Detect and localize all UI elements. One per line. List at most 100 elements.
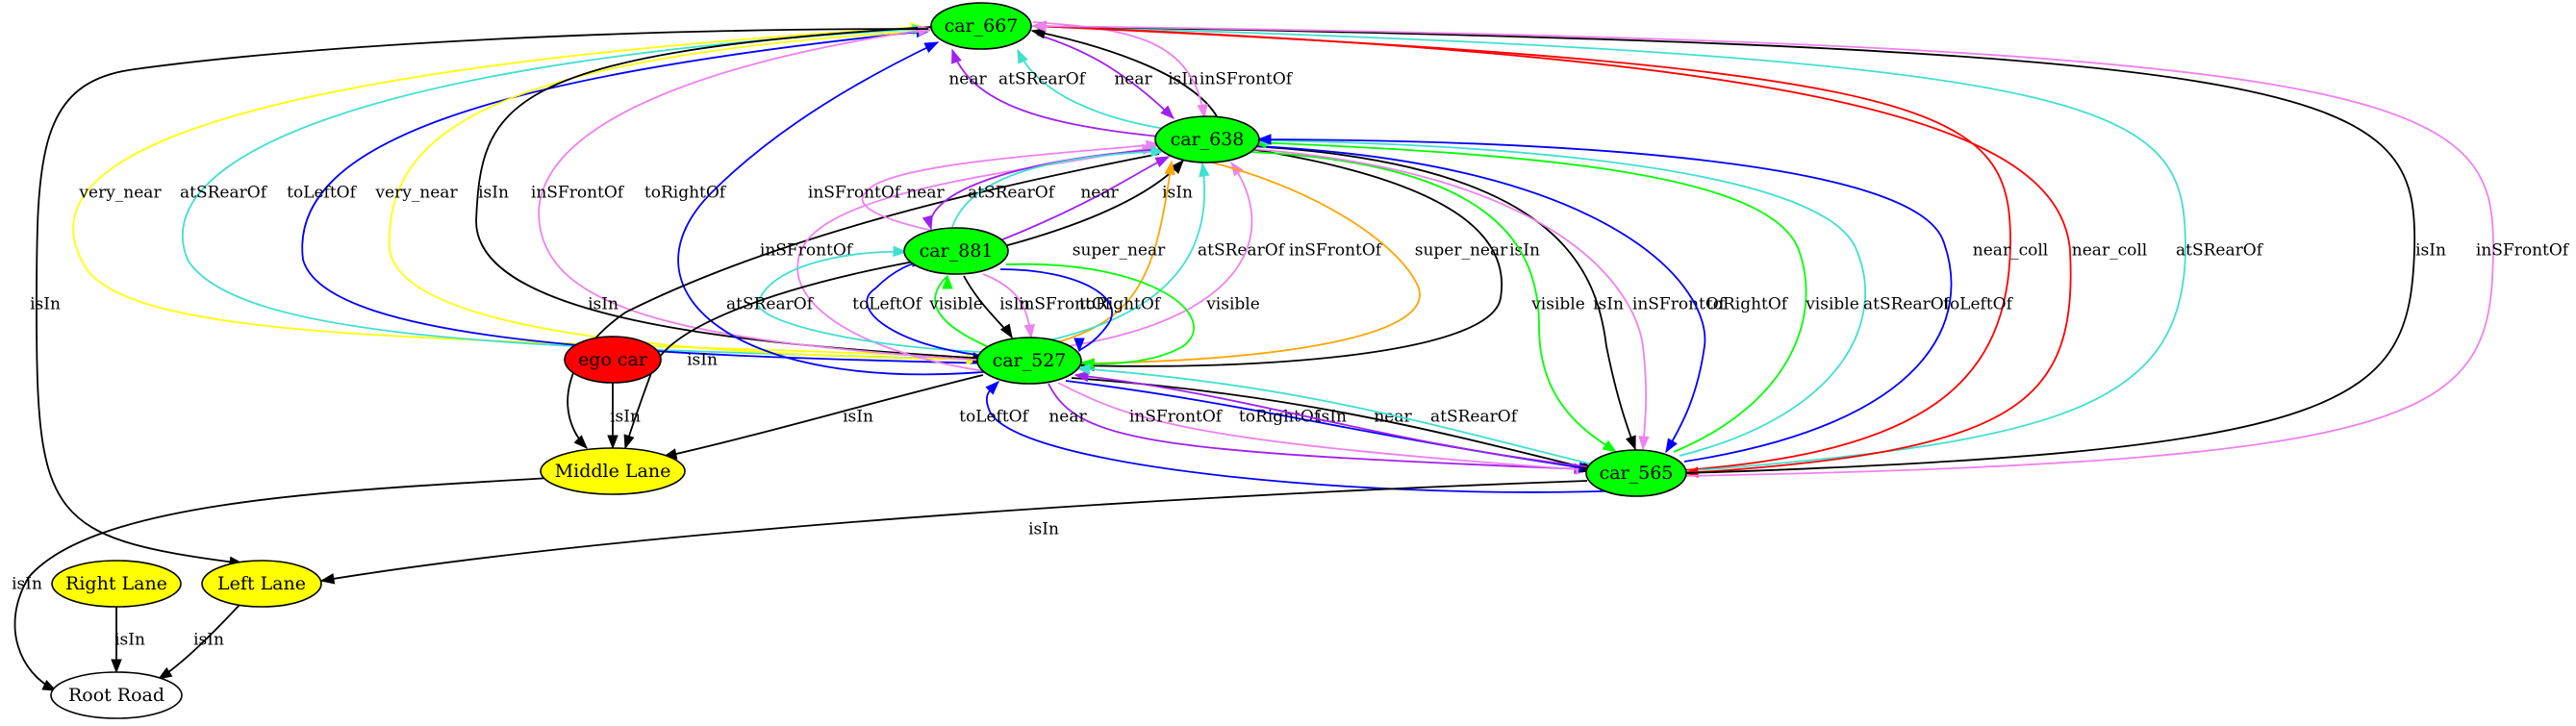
- edge-label: toRightOf: [1239, 408, 1322, 427]
- edge-label: inSFrontOf: [1200, 70, 1294, 89]
- edge-line: [624, 261, 915, 449]
- node-label: car_638: [1171, 129, 1245, 150]
- node-label: car_527: [993, 350, 1067, 371]
- edge-car_527-to-car_565-inSFrontOf: inSFrontOf: [1057, 382, 1591, 475]
- edge-car_565-to-car_667-near_coll: near_coll: [1031, 20, 2048, 471]
- edge-line: [1005, 263, 1195, 365]
- edge-car_881-to-car_527-isIn: isIn: [963, 275, 1030, 339]
- arrowhead: [1256, 134, 1272, 145]
- edge-line: [1032, 21, 1205, 118]
- edge-label: toLeftOf: [1943, 295, 2013, 314]
- arrowhead: [1170, 159, 1184, 174]
- node-car-881: car_881: [903, 227, 1009, 275]
- arrowhead: [893, 245, 908, 258]
- edge-line: [1067, 162, 1253, 347]
- edge-label: atSRearOf: [1863, 295, 1952, 314]
- arrowhead: [157, 666, 173, 680]
- arrowhead: [922, 214, 933, 231]
- edge-line: [1048, 383, 1588, 470]
- edge-label: inSFrontOf: [1019, 295, 1113, 314]
- edge-line: [1080, 148, 1503, 367]
- edge-car_638-to-car_565-inSFrontOf: inSFrontOf: [1251, 148, 1727, 451]
- edge-line: [1074, 374, 1593, 468]
- edge-line: [320, 480, 1588, 582]
- arrowhead: [41, 680, 58, 691]
- node-right-lane: Right Lane: [51, 560, 182, 608]
- edge-line: [986, 381, 1627, 493]
- edge-car_881-to-car_638-atSRearOf: atSRearOf: [951, 145, 1166, 228]
- node-label: car_881: [920, 240, 994, 262]
- edge-line: [1032, 25, 2011, 471]
- edge-line: [1032, 25, 2416, 474]
- edge-line: [72, 26, 980, 359]
- arrowhead: [607, 435, 619, 450]
- edge-label: very_near: [374, 184, 458, 203]
- edge-label: near: [1080, 184, 1119, 203]
- edge-car_638-to-car_667-atSRearOf: atSRearOf: [998, 48, 1173, 131]
- edge-label: super_near: [1073, 241, 1166, 261]
- edge-car_527-to-car_667-inSFrontOf: inSFrontOf: [531, 25, 990, 362]
- edge-label: atSRearOf: [1430, 408, 1519, 427]
- arrowhead: [1075, 363, 1091, 375]
- edge-car_565-to-left_lane-isIn: isIn: [319, 480, 1588, 585]
- node-ellipse: [201, 560, 322, 608]
- edge-car_667-to-car_638-near: near: [1036, 34, 1175, 119]
- edge-label: inSFrontOf: [2476, 241, 2570, 261]
- arrowhead: [1602, 439, 1618, 453]
- edge-car_565-to-car_527-atSRearOf: atSRearOf: [1075, 363, 1598, 466]
- node-left-lane: Left Lane: [201, 560, 322, 608]
- arrowhead: [1150, 145, 1166, 158]
- edge-car_638-to-middle_lane-isIn: isIn: [567, 153, 1160, 449]
- arrowhead: [111, 659, 122, 674]
- arrowhead: [1023, 323, 1035, 339]
- edge-car_881-to-middle_lane-isIn: isIn: [623, 261, 915, 450]
- arrowhead: [1073, 338, 1085, 353]
- edge-left_lane-to-root_road-isIn: isIn: [157, 603, 241, 680]
- arrowhead: [1197, 103, 1208, 119]
- arrowhead: [1073, 370, 1090, 383]
- edge-car_565-to-car_638-toLeftOf: toLeftOf: [1256, 134, 2014, 463]
- node-label: Left Lane: [217, 573, 306, 594]
- edge-label: isIn: [687, 351, 718, 370]
- edge-label: visible: [1205, 295, 1260, 314]
- edge-label: isIn: [588, 295, 619, 314]
- edge-line: [1250, 145, 1636, 450]
- edge-label: visible: [1530, 295, 1585, 314]
- edge-line: [1255, 145, 1706, 453]
- edge-line: [1032, 25, 2186, 472]
- node-ellipse: [976, 337, 1082, 385]
- node-ellipse: [540, 447, 686, 495]
- edge-car_527-to-car_881-atSRearOf: atSRearOf: [726, 245, 982, 353]
- edge-line: [1048, 163, 1205, 341]
- edge-car_638-to-car_565-isIn: isIn: [1250, 145, 1636, 451]
- arrowhead: [1030, 28, 1047, 39]
- arrowhead: [1638, 436, 1650, 451]
- node-ellipse: [564, 336, 662, 384]
- node-ellipse: [51, 560, 182, 608]
- edge-car_527-to-car_667-toRightOf: toRightOf: [644, 41, 996, 376]
- edge-line: [1251, 148, 1648, 450]
- edge-label: toRightOf: [644, 184, 727, 203]
- edge-line: [1255, 139, 1866, 457]
- edge-line: [1031, 30, 1218, 117]
- edge-label: near: [1114, 70, 1152, 89]
- edge-line: [1071, 377, 1596, 471]
- arrowhead: [1625, 435, 1636, 451]
- edge-car_881-to-car_638-near: near: [999, 156, 1171, 241]
- edge-line: [951, 49, 1160, 138]
- edge-label: near: [906, 184, 945, 203]
- edge-car_527-to-car_565-near: near: [1048, 383, 1589, 475]
- edge-line: [538, 28, 990, 362]
- edge-car_881-to-car_527-toRightOf: toRightOf: [999, 268, 1162, 353]
- node-car-527: car_527: [976, 337, 1082, 385]
- edge-ego_car-to-middle_lane-isIn: isIn: [607, 383, 641, 450]
- edge-car_638-to-car_667-near: near: [948, 48, 1160, 138]
- node-car-638: car_638: [1154, 115, 1260, 163]
- arrowhead: [1017, 48, 1028, 64]
- node-ellipse: [930, 2, 1032, 50]
- edge-label: toRightOf: [1706, 295, 1789, 314]
- edge-label: isIn: [193, 631, 224, 650]
- arrowhead: [1154, 156, 1171, 168]
